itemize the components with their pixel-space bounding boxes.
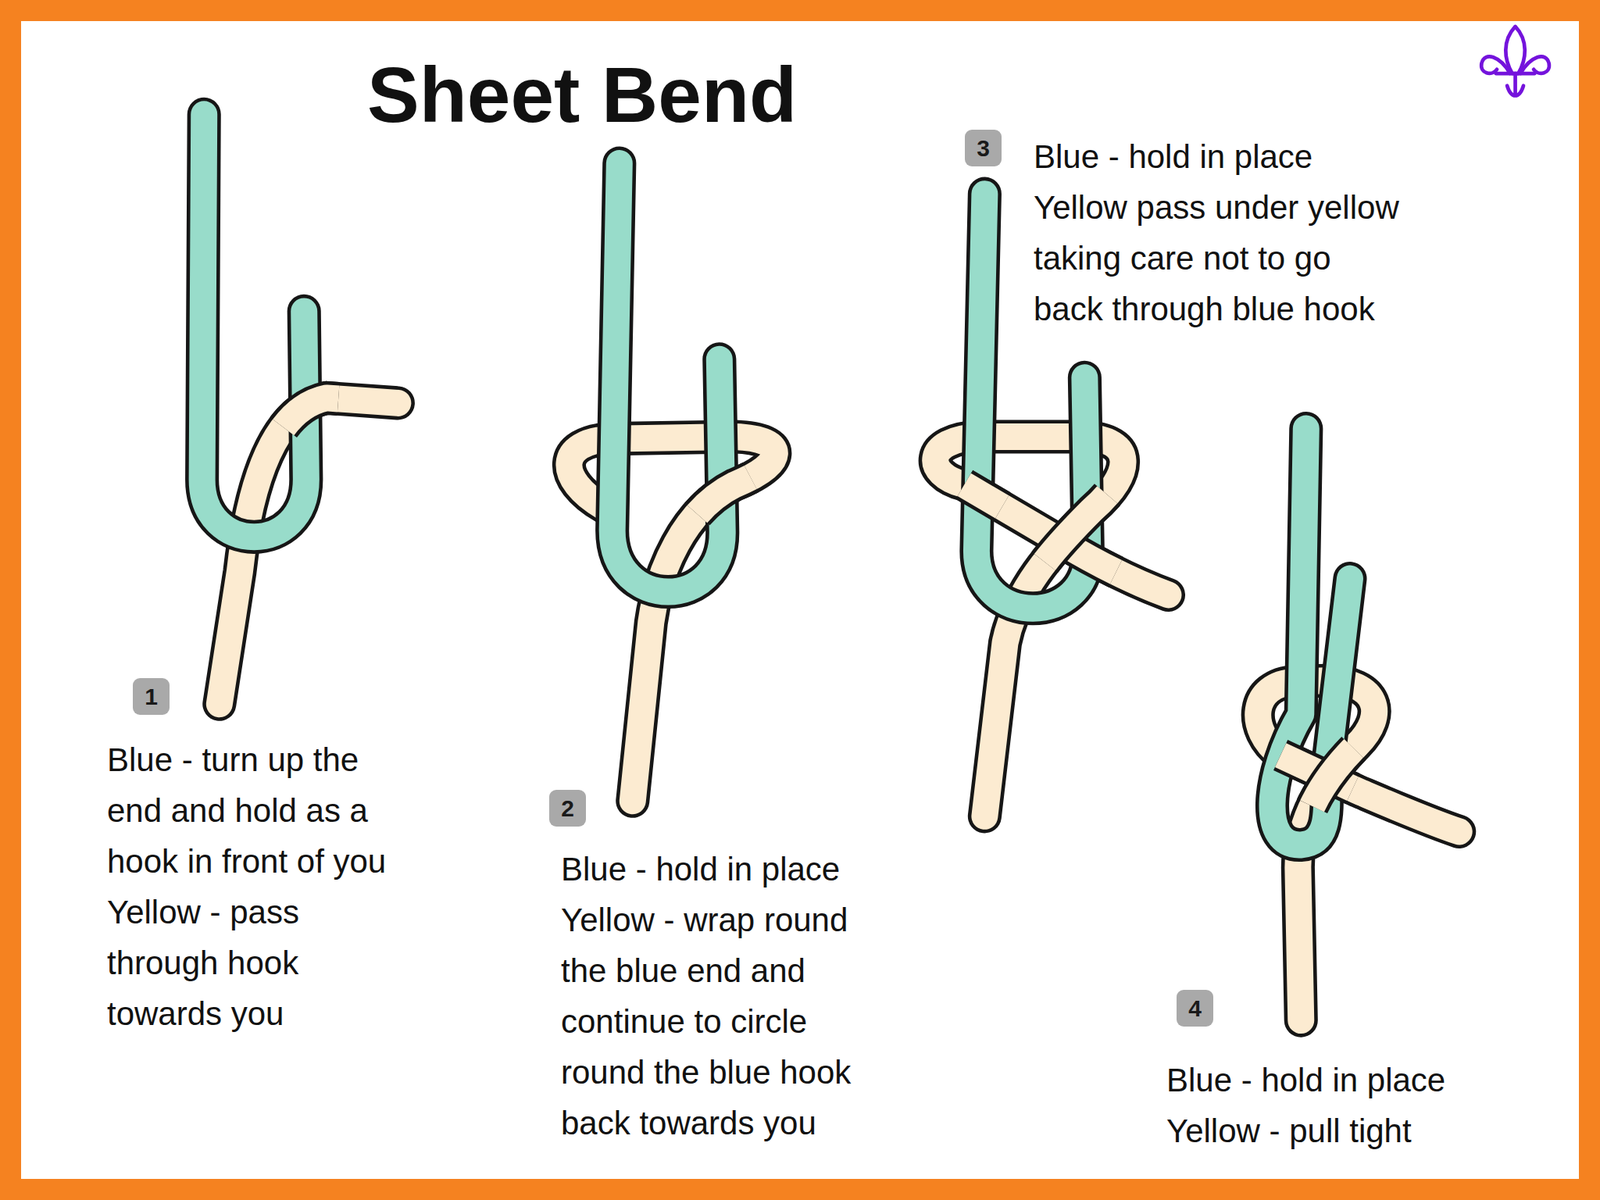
rope-outline xyxy=(1005,436,1124,643)
yellow-rope xyxy=(650,436,775,623)
instruction-text: Blue - hold in place xyxy=(1166,1054,1526,1106)
scout-logo xyxy=(1481,26,1550,96)
rope-outline xyxy=(650,436,775,623)
blue-rope xyxy=(612,163,723,593)
rope-outline xyxy=(239,397,398,572)
logo-stem xyxy=(1507,73,1524,96)
callout-number: 1 xyxy=(132,678,170,715)
instruction-block: Blue - hold in placeYellow - pull tight xyxy=(1166,1054,1526,1157)
instruction-block: Blue - hold in placeYellow - wrap round … xyxy=(560,843,890,1149)
rope-outline xyxy=(964,484,1051,536)
instruction-text: Blue - hold in place xyxy=(560,843,890,895)
rope-outline xyxy=(612,163,723,593)
rope-outline xyxy=(1297,680,1375,868)
callout-number: 4 xyxy=(1176,989,1214,1027)
logo-petal xyxy=(1505,26,1525,74)
instruction-text: Blue - turn up the end and hold as a hoo… xyxy=(107,734,420,887)
callout-number: 2 xyxy=(549,789,586,827)
rope-outline xyxy=(935,436,1168,817)
logo-curl xyxy=(1520,56,1550,74)
instruction-block: Blue - hold in placeYellow pass under ye… xyxy=(1033,131,1406,335)
yellow-rope xyxy=(935,436,1168,817)
instruction-text: Yellow - pull tight xyxy=(1166,1105,1526,1157)
title: Sheet Bend xyxy=(367,51,797,138)
yellow-rope xyxy=(239,397,398,572)
instruction-text: Blue - hold in place xyxy=(1033,131,1406,183)
instruction-block: Blue - turn up the end and hold as a hoo… xyxy=(107,734,420,1040)
callout-number: 3 xyxy=(964,129,1002,167)
logo-curl xyxy=(1481,56,1511,74)
yellow-rope xyxy=(1297,680,1375,868)
yellow-rope xyxy=(964,484,1051,536)
instruction-text: Yellow - wrap round the blue end and con… xyxy=(560,894,890,1149)
instruction-text: Yellow - pass through hook towards you xyxy=(107,886,420,1040)
blue-rope xyxy=(202,114,307,537)
yellow-rope xyxy=(1005,436,1124,643)
instruction-text: Yellow pass under yellow taking care not… xyxy=(1033,182,1406,335)
rope-outline xyxy=(202,114,307,537)
